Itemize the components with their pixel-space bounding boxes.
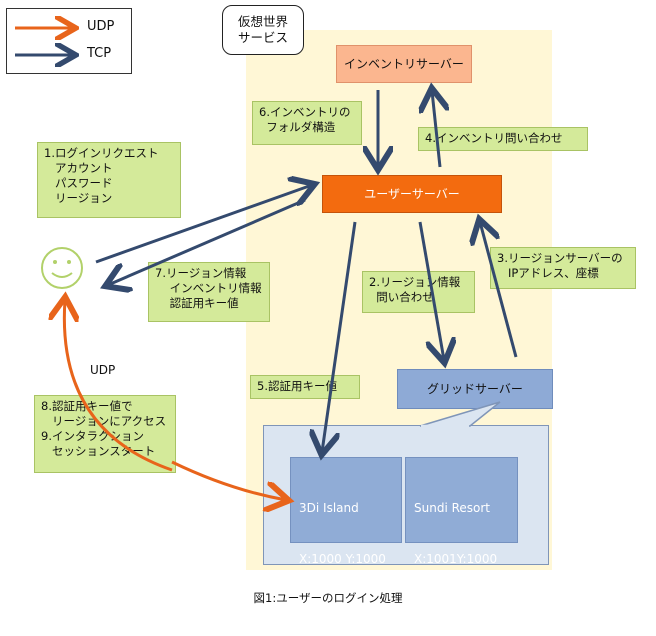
- figure-caption: 図1:ユーザーのログイン処理: [253, 591, 403, 605]
- user-server: ユーザーサーバー: [322, 175, 502, 213]
- arrow-userserver-to-user: [108, 198, 306, 285]
- arrow-udp-to-region: [171, 460, 286, 500]
- step-3-region-ip: 3.リージョンサーバーの IPアドレス、座標: [490, 247, 636, 289]
- region-name: Sundi Resort: [414, 501, 491, 515]
- step-2-region-query: 2.リージョン情報 問い合わせ: [362, 271, 475, 313]
- user-smiley-icon: [41, 247, 83, 289]
- region-callout-tail: [419, 401, 501, 427]
- arrow-grid-to-userserver: [480, 222, 518, 358]
- legend-tcp-label: TCP: [87, 46, 112, 61]
- region-coords: X:1001Y:1000: [414, 552, 498, 566]
- step-6-inventory-folders: 6.インベントリの フォルダ構造: [252, 101, 362, 145]
- step-8-9-access-session: 8.認証用キー値で リージョンにアクセス 9.インタラクション セッションスター…: [34, 395, 176, 473]
- region-coords: X:1000 Y:1000: [299, 552, 386, 566]
- grid-server: グリッドサーバー: [397, 369, 553, 409]
- inventory-server: インベントリサーバー: [336, 45, 472, 83]
- region-name: 3Di Island: [299, 501, 359, 515]
- diagram-arrows: [41, 0, 518, 610]
- legend-arrows: [15, 9, 131, 73]
- arrow-user-to-userserver: [95, 185, 312, 264]
- virtual-world-callout: 仮想世界 サービス: [222, 5, 304, 55]
- step-1-login-request: 1.ログインリクエスト アカウント パスワード リージョン: [37, 142, 181, 218]
- step-5-auth-key: 5.認証用キー値: [250, 375, 360, 399]
- legend-udp-label: UDP: [87, 19, 115, 34]
- arrow-userserver-to-region: [322, 221, 357, 452]
- udp-flow-label: UDP: [90, 363, 116, 377]
- arrow-userserver-to-inventory: [432, 91, 440, 168]
- legend: UDP TCP: [6, 8, 132, 74]
- arrow-udp-to-user: [64, 300, 173, 472]
- step-7-region-info: 7.リージョン情報 インベントリ情報 認証用キー値: [148, 262, 270, 322]
- arrow-userserver-to-grid: [418, 221, 444, 360]
- step-4-inventory-query: 4.インベントリ問い合わせ: [418, 127, 588, 151]
